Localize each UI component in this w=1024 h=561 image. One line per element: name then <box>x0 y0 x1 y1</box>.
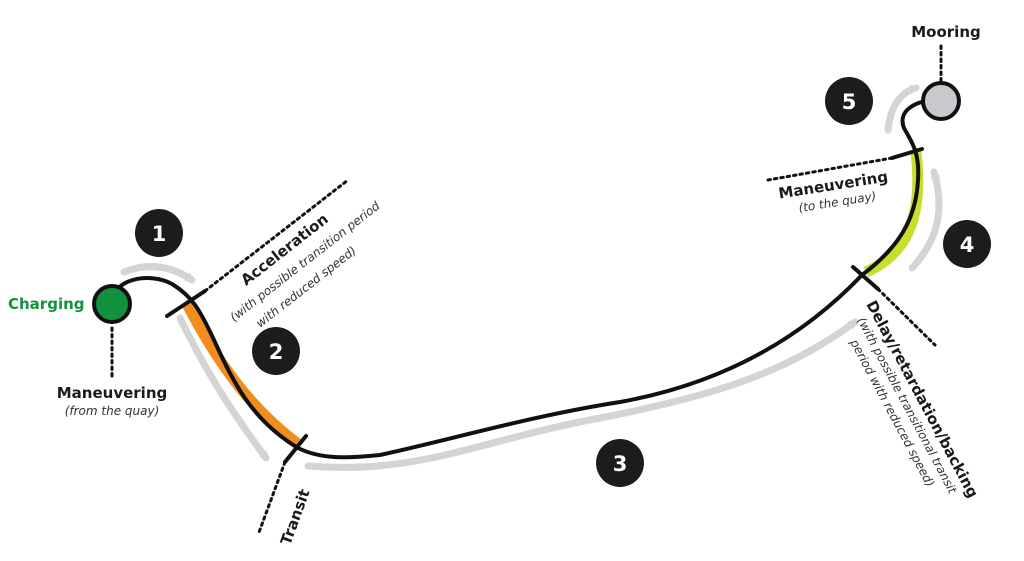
step-badge-4: 4 <box>943 220 991 268</box>
leader-acceleration <box>203 178 350 293</box>
charging-label: Charging <box>8 295 85 313</box>
step-number: 2 <box>269 340 284 364</box>
guide-arrow-4 <box>908 168 943 272</box>
step-number: 4 <box>960 233 975 257</box>
vessel-route <box>110 97 946 460</box>
step-badge-2: 2 <box>252 327 300 375</box>
guide-arrow-1 <box>120 263 196 284</box>
step-number: 1 <box>152 222 167 246</box>
tick-delay <box>851 265 880 291</box>
leader-maneuvering-to <box>766 156 894 182</box>
mooring-node <box>921 81 961 121</box>
maneuvering-from-sublabel: (from the quay) <box>65 404 160 418</box>
charging-node <box>92 284 132 324</box>
guide-arrow-5 <box>884 84 920 134</box>
delay-sublabel-1: (with possible transitional transit <box>854 315 960 497</box>
leader-delay <box>876 287 937 347</box>
step-badge-5: 5 <box>825 77 873 125</box>
guide-arrow-2 <box>176 314 270 462</box>
acceleration-sublabel-1: (with possible transition period <box>227 199 383 325</box>
tick-maneuvering-to <box>890 147 924 160</box>
step-number: 5 <box>842 90 857 114</box>
tick-transit <box>283 434 308 464</box>
transit-label: Transit <box>277 487 314 548</box>
leader-transit <box>256 460 287 537</box>
step-badge-1: 1 <box>135 209 183 257</box>
step-badge-3: 3 <box>596 439 644 487</box>
maneuvering-from-label: Maneuvering <box>57 384 168 402</box>
tick-acceleration <box>165 289 207 318</box>
mooring-label: Mooring <box>911 23 981 41</box>
step-number: 3 <box>613 452 628 476</box>
guide-arrow-3 <box>304 318 859 471</box>
